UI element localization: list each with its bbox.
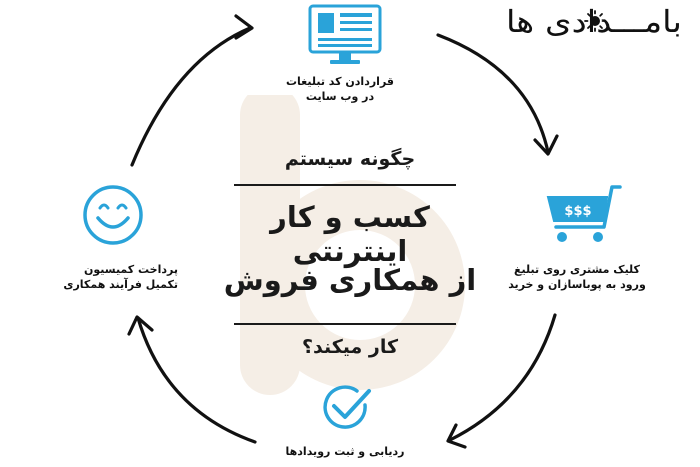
- center-heading-3: از همکاری فروش: [223, 263, 477, 297]
- center-heading-1: چگونه سیستم: [284, 148, 416, 170]
- step-3-line1: ردیابی و ثبت رویدادها: [285, 445, 405, 458]
- arrow-top-right: [436, 33, 550, 154]
- arrow-top-left: [130, 26, 252, 167]
- center-heading-4: کار میکند؟: [301, 336, 399, 358]
- step-4-line2: تکمیل فرآیند همکاری: [63, 278, 178, 291]
- monitor-icon: [308, 4, 382, 64]
- arrow-bottom-left: [136, 316, 257, 444]
- step-2-label: کلیک مشتری روی تبلیغ ورود به پوباسازان و…: [502, 262, 652, 292]
- step-4-label: پرداخت کمیسیون تکمیل فرآیند همکاری: [48, 262, 178, 292]
- center-heading-2: کسب و کار اینترنتی: [270, 200, 430, 268]
- step-1-line2: در وب سایت: [305, 90, 375, 103]
- cart-dollar-text: $$$: [564, 204, 591, 219]
- step-1-label: قراردادن کد تبلیغات در وب سایت: [280, 74, 400, 104]
- smiley-icon: [83, 185, 143, 245]
- step-1-line1: قراردادن کد تبلیغات: [285, 75, 394, 88]
- step-2-line2: ورود به پوباسازان و خرید: [508, 278, 646, 291]
- brand-logo: بامـــدادی ها: [506, 2, 682, 42]
- divider-bottom: [234, 323, 456, 325]
- checkmark-circle-icon: [323, 385, 371, 429]
- arrow-bottom-right: [448, 313, 557, 442]
- step-3-label: ردیابی و ثبت رویدادها: [270, 444, 420, 459]
- sun-icon: [584, 10, 606, 32]
- shopping-cart-icon: $$$: [546, 185, 622, 242]
- step-2-line1: کلیک مشتری روی تبلیغ: [514, 263, 640, 276]
- step-4-line1: پرداخت کمیسیون: [83, 263, 178, 276]
- divider-top: [234, 184, 456, 186]
